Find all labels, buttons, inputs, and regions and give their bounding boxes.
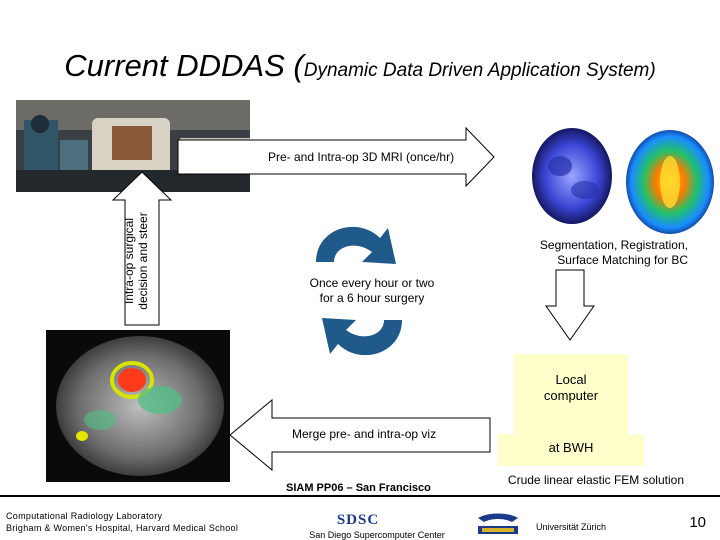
- page-number: 10: [689, 514, 706, 531]
- lab-line2: Brigham & Women's Hospital, Harvard Medi…: [6, 523, 239, 533]
- segmentation-label-line2: Surface Matching for BC: [557, 253, 688, 267]
- surgical-decision-arrow: [111, 171, 173, 326]
- slide-title: Current DDDAS (Dynamic Data Driven Appli…: [0, 48, 720, 84]
- cycle-label-line1: Once every hour or two: [309, 276, 435, 290]
- cycle-label-line2: for a 6 hour surgery: [319, 291, 425, 305]
- slide-title-main: Current DDDAS (: [64, 48, 304, 83]
- mri-overlay-image: [46, 330, 230, 482]
- ucsd-logo-icon: [478, 513, 518, 534]
- local-computer-line2: computer: [543, 388, 599, 403]
- sdsc-name: San Diego Supercomputer Center: [309, 530, 445, 540]
- fem-solution-label: Crude linear elastic FEM solution: [507, 473, 684, 487]
- slide-title-sub: Dynamic Data Driven Application System): [303, 60, 656, 81]
- conference-label: SIAM PP06 – San Francisco: [282, 482, 456, 494]
- cycle-arrow-top: [316, 226, 396, 264]
- local-computer-box: [514, 354, 628, 434]
- lab-line1: Computational Radiology Laboratory: [6, 511, 163, 521]
- local-computer-label: Local computer: [514, 372, 628, 404]
- surgical-label-line2: decision and steer: [136, 212, 150, 310]
- segmentation-label-line1: Segmentation, Registration,: [539, 238, 688, 252]
- lab-affiliation: Computational Radiology Laboratory Brigh…: [6, 510, 276, 534]
- footer-divider: [0, 495, 720, 497]
- segmented-brain-image: [526, 128, 618, 228]
- sdsc-logo: SDSC: [336, 512, 380, 528]
- segmentation-label: Segmentation, Registration, Surface Matc…: [478, 238, 688, 268]
- merge-arrow-label: Merge pre- and intra-op viz: [292, 427, 437, 441]
- color-brain-map-image: [620, 128, 718, 234]
- bwh-label: at BWH: [548, 440, 594, 455]
- segmentation-down-arrow: [545, 269, 595, 341]
- cycle-label: Once every hour or two for a 6 hour surg…: [282, 276, 462, 306]
- local-computer-line1: Local: [555, 372, 587, 387]
- mri-arrow-label: Pre- and Intra-op 3D MRI (once/hr): [268, 150, 455, 164]
- surgical-decision-label: Intra-op surgical decision and steer: [122, 200, 242, 320]
- university-label: Universität Zürich: [536, 522, 607, 532]
- bwh-box: [498, 434, 644, 466]
- cycle-arrow-bottom: [322, 318, 402, 356]
- merge-arrow: [229, 398, 491, 472]
- mri-arrow: [177, 126, 495, 188]
- surgical-label-line1: Intra-op surgical: [122, 217, 136, 305]
